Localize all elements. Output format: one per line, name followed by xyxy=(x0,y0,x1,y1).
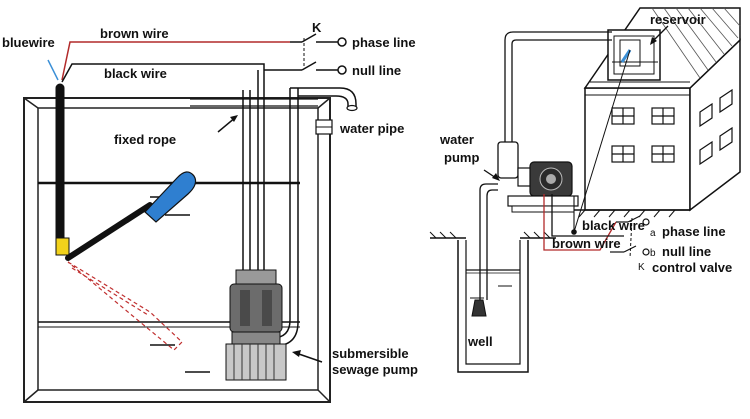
phase-line-label: phase line xyxy=(352,35,416,50)
black-wire-line xyxy=(61,63,265,83)
float-cable xyxy=(65,202,153,261)
water-pump-label-line1: water xyxy=(439,132,474,147)
brown-wire-label: brown wire xyxy=(100,26,169,41)
blue-wire-label: bluewire xyxy=(2,35,55,50)
blue-wire-line xyxy=(47,59,59,81)
reservoir-label: reservoir xyxy=(650,12,706,27)
null-terminal xyxy=(337,65,347,75)
well xyxy=(429,231,556,373)
black-wire-label: black wire xyxy=(104,66,167,81)
phase-a-label: a xyxy=(650,228,656,239)
water-pump-unit xyxy=(497,141,579,213)
float-switch xyxy=(144,171,197,223)
null-line-right-label: null line xyxy=(662,244,711,259)
left-sump-diagram: bluewire brown wire black wire K phase l… xyxy=(2,20,418,403)
pump-label-line2: sewage pump xyxy=(332,362,418,377)
switch-k-right-label: K xyxy=(638,262,645,273)
cable-weight xyxy=(55,237,70,256)
switch-k-label: K xyxy=(312,20,322,35)
water-pipe-label: water pipe xyxy=(339,121,404,136)
phase-line-right-label: phase line xyxy=(662,224,726,239)
switch-blade-bottom xyxy=(301,61,317,71)
phase-terminal xyxy=(337,37,347,47)
null-b-label: b xyxy=(650,248,656,259)
control-valve-label: control valve xyxy=(652,260,732,275)
fixed-rope-label: fixed rope xyxy=(114,132,176,147)
suction-pipe xyxy=(479,183,498,300)
float-switch-down xyxy=(67,261,183,351)
blue-wire-right xyxy=(573,49,631,233)
black-wire-right-label: black wire xyxy=(582,218,645,233)
submersible-pump xyxy=(225,269,287,381)
supply-pipe xyxy=(504,31,612,148)
brown-wire-line xyxy=(61,41,290,81)
null-line-label: null line xyxy=(352,63,401,78)
pump-label-line1: submersible xyxy=(332,346,409,361)
water-pump-label-line2: pump xyxy=(444,150,479,165)
black-wire-right xyxy=(551,194,624,237)
well-label: well xyxy=(467,334,493,349)
right-house-diagram: reservoir water pump black wire brown wi… xyxy=(429,7,741,373)
brown-wire-right-label: brown wire xyxy=(552,236,621,251)
house-windows xyxy=(611,88,733,166)
